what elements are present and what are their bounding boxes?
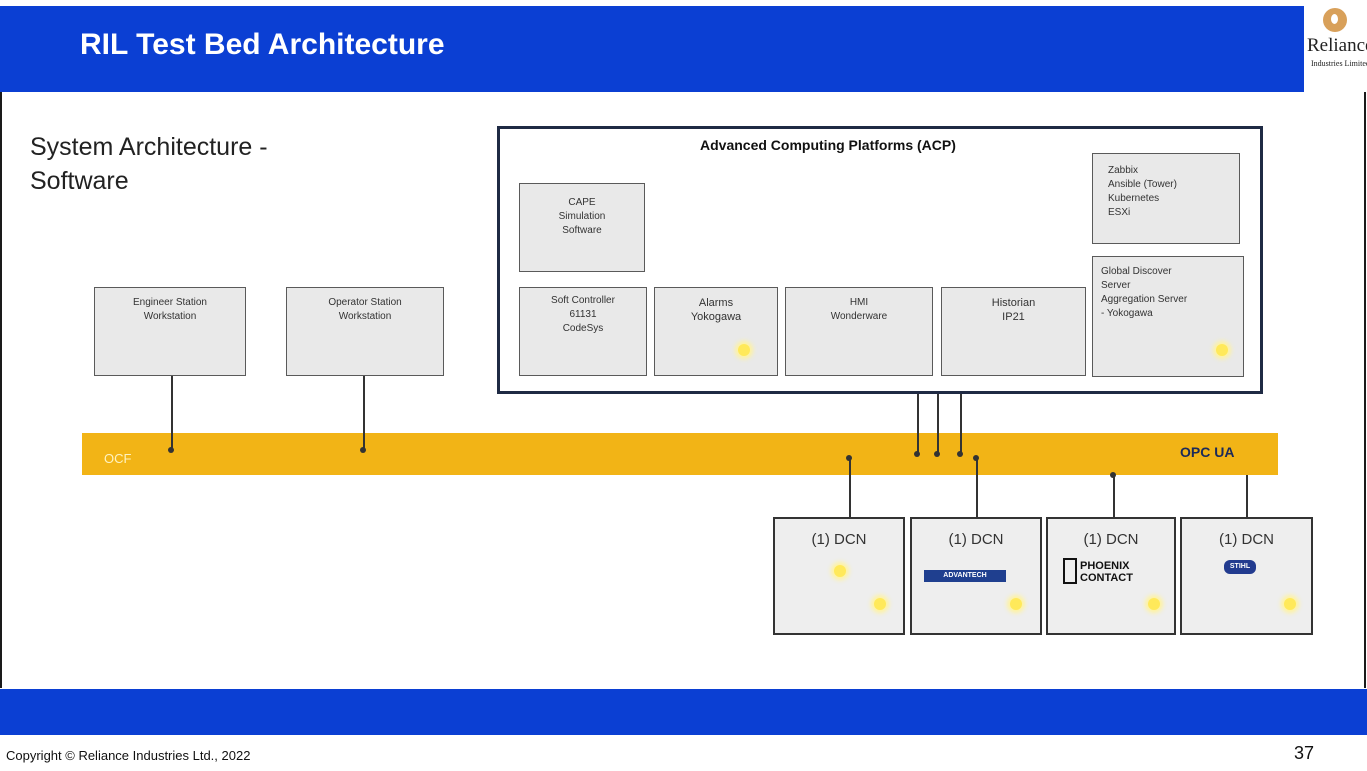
alarms-box: Alarms Yokogawa — [654, 287, 778, 376]
connector-dot — [934, 451, 940, 457]
connector-dot — [914, 451, 920, 457]
box-line: Historian — [991, 297, 1036, 309]
connector-line — [171, 376, 173, 450]
historian-box: Historian IP21 — [941, 287, 1086, 376]
acp-title: Advanced Computing Platforms (ACP) — [700, 137, 956, 153]
reliance-logo-icon — [1323, 8, 1347, 32]
vendor-logo-icon — [874, 598, 886, 610]
box-line: - Yokogawa — [1101, 308, 1153, 319]
dcn-box: (1) DCN — [1180, 517, 1313, 635]
header-band — [0, 6, 1305, 92]
connector-line — [976, 458, 978, 517]
box-line: Global Discover — [1101, 266, 1172, 277]
box-line: IP21 — [1002, 311, 1025, 323]
dcn-label: (1) DCN — [1083, 531, 1139, 548]
hmi-box: HMI Wonderware — [785, 287, 933, 376]
vendor-logo-icon — [1010, 598, 1022, 610]
dcn-box: (1) DCN — [1046, 517, 1176, 635]
box-line: HMI — [849, 297, 869, 308]
box-line: CAPE — [568, 197, 596, 208]
connector-line — [1246, 475, 1248, 517]
logo-text: Reliance — [1307, 35, 1367, 56]
stihl-logo: STIHL — [1224, 560, 1256, 574]
connector-dot — [360, 447, 366, 453]
box-line: CodeSys — [562, 323, 604, 334]
box-line: Yokogawa — [690, 311, 742, 323]
vendor-logo-icon — [1148, 598, 1160, 610]
connector-dot — [1110, 472, 1116, 478]
box-line: Software — [562, 225, 602, 236]
box-line: Workstation — [143, 311, 197, 322]
box-line: Alarms — [698, 297, 734, 309]
copyright-text: Copyright © Reliance Industries Ltd., 20… — [6, 748, 251, 763]
box-line: ESXi — [1108, 207, 1131, 218]
box-line: Wonderware — [830, 311, 888, 322]
reliance-logo: Reliance Industries Limited — [1304, 2, 1367, 94]
slide-title: RIL Test Bed Architecture — [80, 28, 445, 61]
connector-line — [1113, 475, 1115, 517]
cape-box: CAPE Simulation Software — [519, 183, 645, 272]
box-line: Engineer Station — [133, 297, 207, 308]
box-line: Workstation — [338, 311, 392, 322]
connector-dot — [168, 447, 174, 453]
opc-ua-label: OPC UA — [1180, 444, 1235, 460]
box-line: Ansible (Tower) — [1108, 179, 1177, 190]
phoenix-contact-logo: PHOENIX CONTACT — [1063, 558, 1139, 588]
box-line: Operator Station — [328, 297, 402, 308]
box-line: Kubernetes — [1108, 193, 1160, 204]
connector-line — [960, 394, 962, 454]
phoenix-logo-icon — [1063, 558, 1077, 584]
ocf-label: OCF — [104, 451, 132, 466]
box-line: Simulation — [558, 211, 606, 222]
connector-line — [917, 394, 919, 454]
vendor-logo-icon — [738, 344, 750, 356]
box-line: Server — [1101, 280, 1131, 291]
connector-dot — [846, 455, 852, 461]
logo-subtext: Industries Limited — [1311, 59, 1367, 68]
network-bus — [82, 433, 1278, 475]
box-line: Zabbix — [1108, 165, 1139, 176]
box-line: 61131 — [569, 309, 597, 320]
section-subtitle: System Architecture - Software — [30, 133, 268, 195]
connector-line — [363, 376, 365, 450]
operator-station-box: Operator Station Workstation — [286, 287, 444, 376]
vendor-logo-icon — [1216, 344, 1228, 356]
connector-line — [937, 394, 939, 454]
vendor-logo-icon — [1284, 598, 1296, 610]
dcn-label: (1) DCN — [1219, 531, 1274, 548]
box-line: Aggregation Server — [1101, 294, 1188, 305]
slide-header: RIL Test Bed Architecture Reliance Indus… — [0, 0, 1367, 94]
advantech-logo: ADVANTECH — [924, 570, 1006, 582]
connector-dot — [957, 451, 963, 457]
global-discover-box: Global Discover Server Aggregation Serve… — [1092, 256, 1244, 377]
engineer-station-box: Engineer Station Workstation — [94, 287, 246, 376]
phoenix-logo-text: PHOENIX CONTACT — [1080, 560, 1133, 584]
footer-band — [0, 689, 1367, 735]
box-line: Soft Controller — [551, 295, 615, 306]
soft-controller-box: Soft Controller 61131 CodeSys — [519, 287, 647, 376]
vendor-logo-icon — [834, 565, 846, 577]
dcn-label: (1) DCN — [811, 531, 867, 548]
connector-dot — [973, 455, 979, 461]
frame-left-border — [0, 92, 2, 688]
dcn-label: (1) DCN — [948, 531, 1004, 548]
page-number: 37 — [1294, 743, 1315, 763]
tools-box: Zabbix Ansible (Tower) Kubernetes ESXi — [1092, 153, 1240, 244]
connector-line — [849, 458, 851, 517]
frame-right-border — [1364, 92, 1366, 688]
